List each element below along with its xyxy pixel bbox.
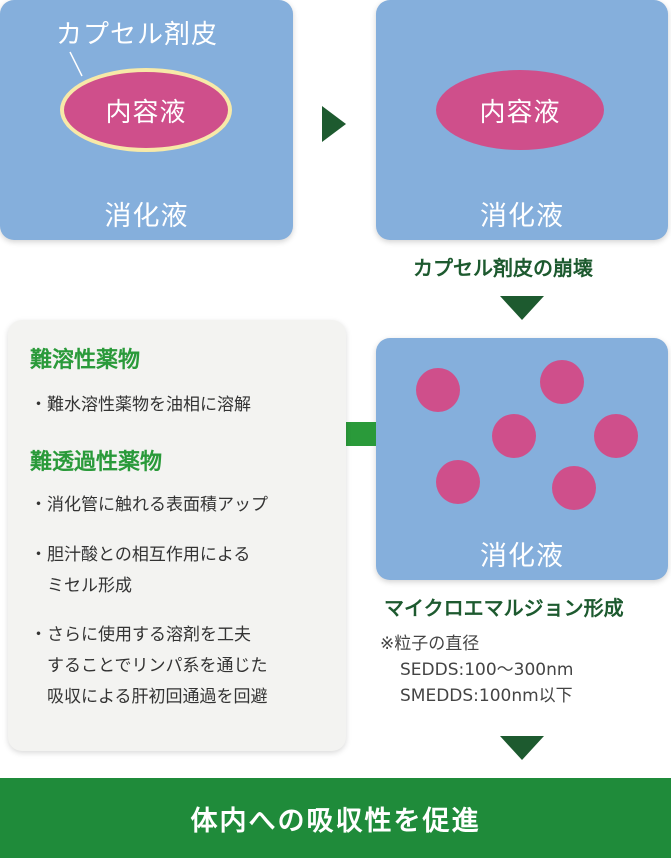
benefit-item: ・消化管に触れる表面積アップ [30,495,268,515]
released-contents-panel: 内容液 消化液 [376,0,668,240]
poorly-soluble-heading: 難溶性薬物 [30,348,141,373]
digestive-fluid-label: 消化液 [480,201,564,232]
arrow-right-icon [322,106,346,142]
benefit-item: ・さらに使用する溶剤を工夫 [30,625,251,645]
digestive-fluid-label: 消化液 [480,541,564,572]
benefit-item: ・胆汁酸との相互作用による [30,545,251,565]
absorption-result-banner: 体内への吸収性を促進 [0,778,671,858]
benefit-item: 吸収による肝初回通過を回避 [30,687,268,707]
arrow-down-icon [500,296,544,320]
micro-particle [416,368,460,412]
released-contents: 内容液 [436,70,604,150]
arrow-down-icon [500,736,544,760]
capsule-breakdown-caption: カプセル剤皮の崩壊 [413,256,593,280]
capsule-panel: カプセル剤皮 内容液 消化液 [0,0,293,240]
benefit-item: ・難水溶性薬物を油相に溶解 [30,395,251,415]
micro-particle [552,466,596,510]
microemulsion-caption: マイクロエマルジョン形成 [384,596,624,620]
sedds-size: SEDDS:100～300nm [400,660,574,680]
released-contents-label: 内容液 [479,97,561,128]
digestive-fluid-label: 消化液 [104,201,189,232]
benefits-panel: 難溶性薬物 ・難水溶性薬物を油相に溶解 難透過性薬物 ・消化管に触れる表面積アッ… [8,320,346,751]
capsule-contents-label: 内容液 [105,97,187,128]
micro-particle [436,460,480,504]
capsule-shell-label: カプセル剤皮 [56,20,219,50]
smedds-size: SMEDDS:100nm以下 [400,686,573,706]
micro-particle [594,414,638,458]
capsule-contents: 内容液 [60,68,232,152]
microemulsion-panel: 消化液 [376,338,668,580]
poorly-permeable-heading: 難透過性薬物 [30,450,163,475]
micro-particle [492,414,536,458]
micro-particle [540,360,584,404]
benefit-item: ミセル形成 [30,576,132,596]
leader-line [69,51,83,77]
absorption-result-text: 体内への吸収性を促進 [190,805,481,837]
particle-size-note-title: ※粒子の直径 [380,634,480,654]
benefit-item: することでリンパ系を通じた [30,656,268,676]
